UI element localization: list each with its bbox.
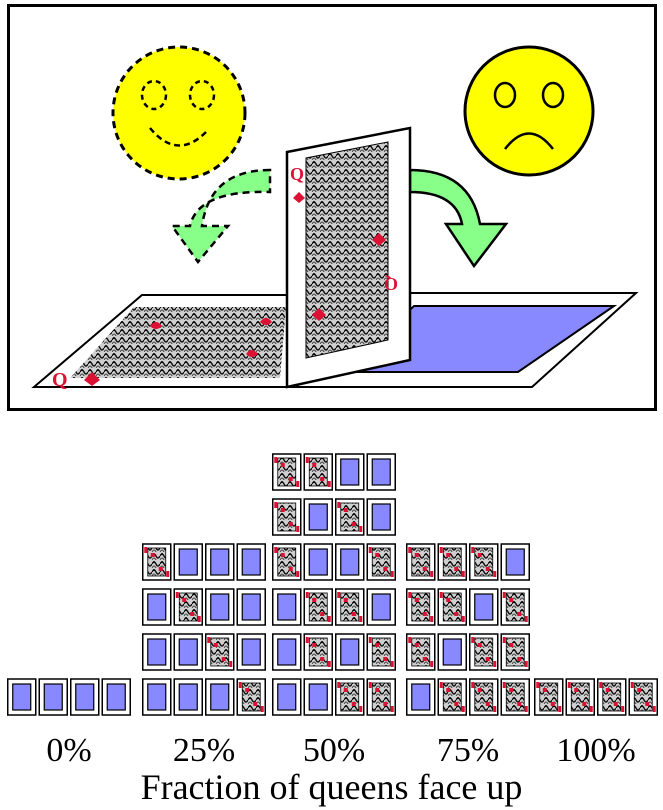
queen-card-face-up [367, 679, 395, 715]
queen-card-face-up [407, 589, 435, 625]
card-face-down [39, 679, 67, 715]
card-face-down [174, 544, 202, 580]
card-face-down [336, 454, 364, 490]
queen-card-face-up [535, 679, 563, 715]
queen-card-face-up [143, 544, 171, 580]
x-tick-label: 50% [303, 732, 365, 770]
card-face-down [174, 634, 202, 670]
x-tick-label: 100% [556, 732, 635, 770]
queen-card-face-up [438, 544, 466, 580]
happy-face-icon [113, 47, 245, 179]
card-face-down [501, 544, 529, 580]
card-face-down [206, 544, 234, 580]
queen-card-face-up [336, 679, 364, 715]
card-face-down [438, 634, 466, 670]
queen-card-face-up [438, 679, 466, 715]
queen-card-face-up [174, 589, 202, 625]
card-face-down [143, 589, 171, 625]
x-tick-label: 25% [173, 732, 235, 770]
hand [8, 679, 131, 715]
queen-card-face-up [273, 544, 301, 580]
queen-card-face-up [304, 634, 332, 670]
card-face-down [206, 679, 234, 715]
card-face-down [237, 634, 265, 670]
queen-card-face-up [336, 499, 364, 535]
svg-text:Q: Q [52, 369, 68, 391]
x-tick-label: 75% [437, 732, 499, 770]
queen-card-face-up [367, 634, 395, 670]
queen-card-face-up [336, 589, 364, 625]
svg-text:Q: Q [290, 164, 304, 184]
queen-card-face-up [304, 454, 332, 490]
card-face-down [336, 634, 364, 670]
card-face-down [336, 544, 364, 580]
sad-face-icon [465, 47, 593, 175]
queen-card-face-up [407, 634, 435, 670]
hand [273, 499, 396, 535]
queen-card-face-up [470, 679, 498, 715]
card-face-down [71, 679, 99, 715]
hand [143, 544, 266, 580]
queen-card-face-up [470, 634, 498, 670]
queen-card-face-up [598, 679, 626, 715]
card-face-down [273, 634, 301, 670]
queen-card-face-up [501, 634, 529, 670]
hand [143, 634, 266, 670]
queen-card-face-up [304, 589, 332, 625]
svg-text:Q: Q [384, 274, 398, 294]
queen-card-face-up [407, 544, 435, 580]
card-face-down [367, 499, 395, 535]
card-face-down [407, 679, 435, 715]
card-face-down [470, 589, 498, 625]
card-face-down [273, 589, 301, 625]
card-face-down [304, 544, 332, 580]
card-face-down [143, 634, 171, 670]
queen-card-face-up [566, 679, 594, 715]
card-face-down [237, 544, 265, 580]
card-face-down [367, 454, 395, 490]
hand [273, 544, 396, 580]
hand [407, 679, 530, 715]
queen-card-standing: Q Q [287, 128, 410, 387]
queen-card-face-up [367, 544, 395, 580]
hand [273, 589, 396, 625]
queen-card-face-up [501, 589, 529, 625]
queen-card-face-up [237, 679, 265, 715]
x-axis-title: Fraction of queens face up [0, 766, 663, 808]
hand [407, 544, 530, 580]
card-face-down [206, 589, 234, 625]
card-face-down [102, 679, 130, 715]
card-histogram [8, 454, 658, 715]
card-face-down [8, 679, 36, 715]
card-face-down [273, 679, 301, 715]
hand [535, 679, 658, 715]
hand [407, 634, 530, 670]
queen-card-face-up [273, 454, 301, 490]
hand [273, 679, 396, 715]
hand [143, 589, 266, 625]
x-tick-label: 0% [46, 732, 91, 770]
card-face-down [304, 499, 332, 535]
hand [407, 589, 530, 625]
queen-card-face-up [273, 499, 301, 535]
card-face-down [174, 679, 202, 715]
card-face-down [304, 679, 332, 715]
queen-card-face-up [206, 634, 234, 670]
queen-card-face-up [438, 589, 466, 625]
hand [273, 634, 396, 670]
card-face-down [143, 679, 171, 715]
card-face-down [237, 589, 265, 625]
hand [143, 679, 266, 715]
queen-card-face-up [470, 544, 498, 580]
queen-card-face-up [501, 679, 529, 715]
queen-card-face-up [629, 679, 657, 715]
card-face-down [367, 589, 395, 625]
hand [273, 454, 396, 490]
